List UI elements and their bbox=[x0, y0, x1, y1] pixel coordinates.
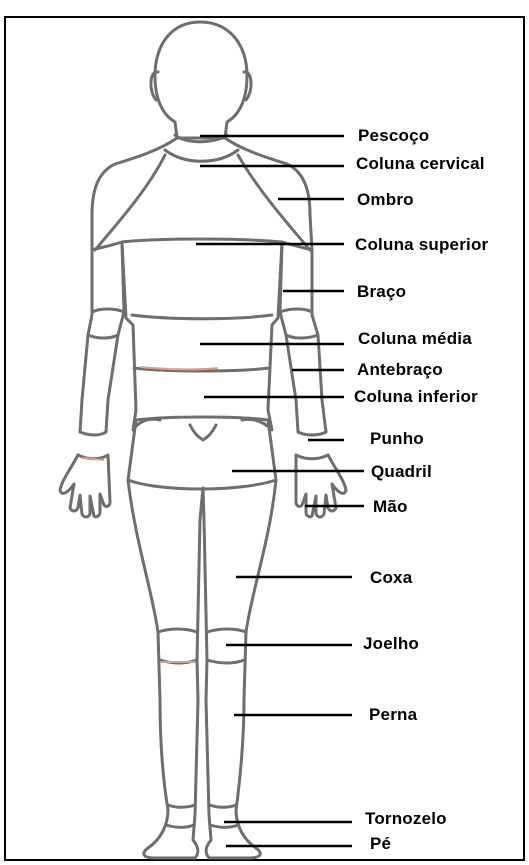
label-ombro: Ombro bbox=[357, 191, 414, 208]
left-leg-outline bbox=[128, 480, 203, 858]
right-leg-outline bbox=[203, 480, 276, 858]
mid-spine-band bbox=[132, 315, 272, 319]
waist-band bbox=[136, 417, 268, 420]
right-shoulder-strap bbox=[238, 155, 310, 250]
left-elbow-band bbox=[92, 309, 124, 312]
right-elbow-band bbox=[280, 309, 312, 312]
label-punho: Punho bbox=[370, 430, 424, 447]
label-coxa: Coxa bbox=[370, 569, 412, 586]
label-coluna-media: Coluna média bbox=[358, 330, 472, 347]
torso-outline bbox=[92, 138, 312, 430]
right-hand bbox=[296, 455, 346, 517]
label-pescoco: Pescoço bbox=[358, 127, 429, 144]
cervical-band bbox=[165, 150, 238, 161]
head-outline bbox=[155, 22, 247, 138]
label-mao: Mão bbox=[373, 498, 408, 515]
right-forearm-band bbox=[286, 335, 318, 338]
label-antebraco: Antebraço bbox=[357, 361, 443, 378]
left-knee-band bbox=[158, 629, 197, 663]
accent-mark-lower-spine bbox=[140, 367, 218, 369]
label-perna: Perna bbox=[369, 706, 417, 723]
left-forearm-band bbox=[88, 335, 118, 338]
glute-crease bbox=[190, 425, 216, 440]
label-pe: Pé bbox=[370, 835, 391, 852]
right-ankle-band bbox=[210, 805, 238, 827]
left-hand bbox=[60, 455, 110, 517]
label-coluna-cervical: Coluna cervical bbox=[356, 155, 485, 172]
hip-outline bbox=[128, 420, 276, 489]
label-quadril: Quadril bbox=[371, 463, 432, 480]
left-ankle-band bbox=[166, 805, 195, 827]
label-coluna-superior: Coluna superior bbox=[355, 236, 488, 253]
label-joelho: Joelho bbox=[363, 635, 419, 652]
label-coluna-inferior: Coluna inferior bbox=[354, 388, 478, 405]
upper-spine-band bbox=[122, 239, 282, 242]
label-tornozelo: Tornozelo bbox=[365, 810, 447, 827]
right-wrist-band bbox=[296, 432, 328, 459]
label-braco: Braço bbox=[357, 283, 406, 300]
left-wrist-band bbox=[78, 432, 108, 459]
